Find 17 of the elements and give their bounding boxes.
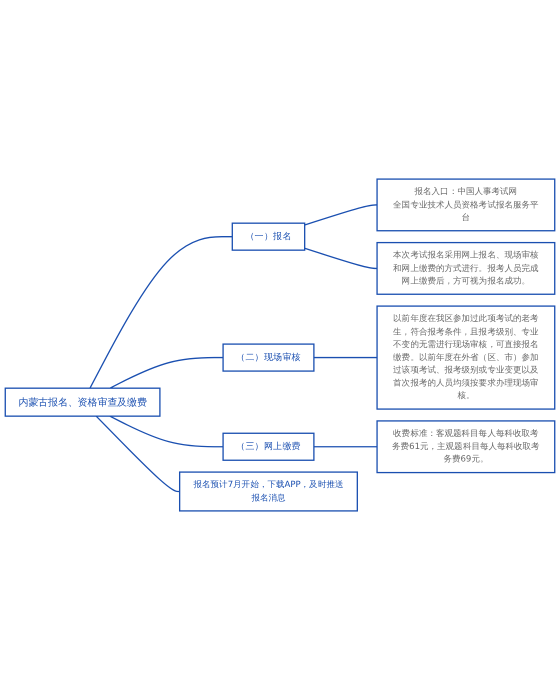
node-box: （二）现场审核 xyxy=(222,343,315,372)
connector xyxy=(304,248,378,270)
node-box: 内蒙古报名、资格审查及缴费 xyxy=(4,388,161,417)
node-box: 报名预计7月开始，下载APP，及时推送报名消息 xyxy=(178,471,358,512)
node-box: 以前年度在我区参加过此项考试的老考生，符合报考条件，且报考级别、专业不变的无需进行现场审核，可直接报名缴费。以前年度在外省（区、市）参加过该项考试、报考级别或专业变更以及首次报考的人员均须按要求办理现场审核。 xyxy=(376,305,556,410)
connector xyxy=(110,356,224,389)
connector xyxy=(314,446,378,448)
node-box: 收费标准：客观题科目每人每科收取考务费61元，主观题科目每人每科收取考务费69元。 xyxy=(376,420,556,474)
connector xyxy=(304,204,378,226)
connector xyxy=(110,416,224,448)
node-box: 本次考试报名采用网上报名、现场审核和网上缴费的方式进行。报考人员完成网上缴费后，方可视为报名成功。 xyxy=(376,242,556,295)
node-box: （三）网上缴费 xyxy=(222,432,315,461)
node-box: （一）报名 xyxy=(232,222,306,251)
node-box: 报名入口：中国人事考试网 全国专业技术人员资格考试报名服务平台 xyxy=(376,178,556,232)
connector xyxy=(314,356,378,358)
connector xyxy=(89,236,232,388)
connector xyxy=(96,416,180,492)
